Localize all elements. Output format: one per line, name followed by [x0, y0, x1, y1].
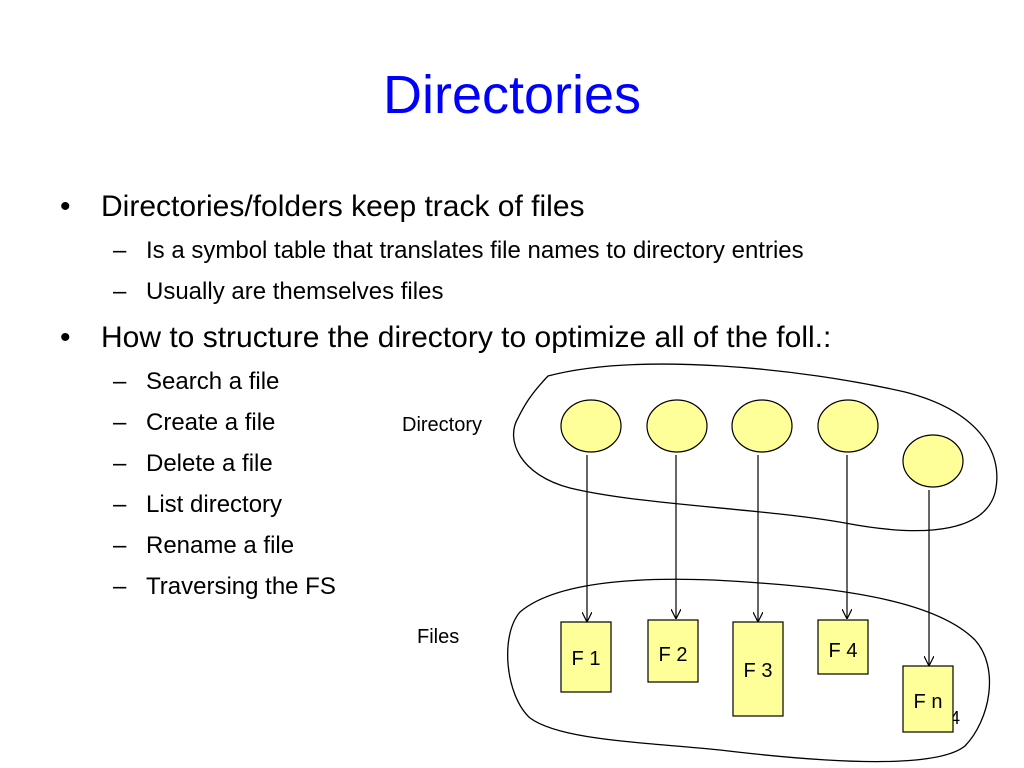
sub-bullet-mark: –	[113, 409, 127, 436]
page-number: 4	[950, 708, 960, 728]
directory-entry-1	[560, 399, 622, 453]
bullet-mark: •	[60, 321, 71, 354]
slide-title: Directories	[382, 65, 642, 125]
file-box-2	[647, 619, 699, 683]
file-box-n	[902, 665, 954, 733]
files-label: Files	[417, 626, 459, 648]
bullet-2-text: How to structure the directory to optimi…	[101, 321, 832, 354]
directory-outline	[513, 363, 998, 532]
directory-label: Directory	[402, 414, 482, 436]
file-label-4: F 4	[829, 640, 858, 662]
directory-entry-5	[902, 434, 964, 488]
sub-bullet-mark: –	[113, 532, 127, 559]
sub-bullet-mark: –	[113, 237, 127, 264]
sub-bullet-mark: –	[113, 368, 127, 395]
sub-bullet-2-4-text: List directory	[146, 491, 283, 518]
sub-bullet-mark: –	[113, 573, 127, 600]
file-label-3: F 3	[744, 660, 773, 682]
bullet-1-text: Directories/folders keep track of files	[101, 190, 585, 223]
sub-bullet-2-5-text: Rename a file	[146, 532, 295, 559]
files-outline	[507, 578, 991, 763]
file-label-2: F 2	[659, 644, 688, 666]
sub-bullet-1-1-text: Is a symbol table that translates file n…	[146, 237, 804, 264]
file-box-1	[560, 621, 612, 693]
directory-entry-4	[817, 399, 879, 453]
sub-bullet-2-2-text: Create a file	[146, 409, 276, 436]
sub-bullet-mark: –	[113, 491, 127, 518]
sub-bullet-mark: –	[113, 278, 127, 305]
sub-bullet-2-6-text: Traversing the FS	[146, 573, 336, 600]
file-box-3	[732, 621, 784, 717]
directory-entry-3	[731, 399, 793, 453]
file-label-1: F 1	[572, 648, 601, 670]
sub-bullet-1-2-text: Usually are themselves files	[146, 278, 444, 305]
sub-bullet-2-1-text: Search a file	[146, 368, 280, 395]
bullet-mark: •	[60, 190, 71, 223]
sub-bullet-2-3-text: Delete a file	[146, 450, 273, 477]
file-box-4	[817, 619, 869, 675]
directory-entry-2	[646, 399, 708, 453]
file-label-n: F n	[914, 691, 943, 713]
sub-bullet-mark: –	[113, 450, 127, 477]
